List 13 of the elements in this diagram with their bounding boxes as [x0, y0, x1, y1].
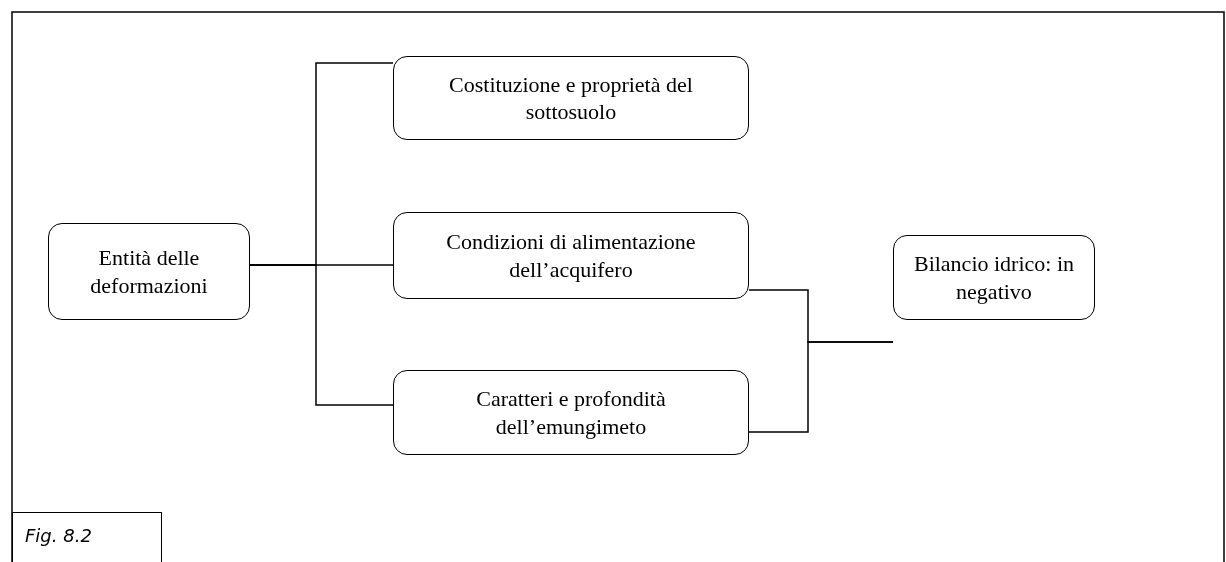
box-label: Bilancio idrico: in negativo [912, 250, 1076, 305]
connector-line [249, 264, 394, 406]
rounded-box [393, 212, 749, 299]
rounded-box [893, 235, 1095, 320]
box-label: Caratteri e profondità dell’emungimeto [475, 385, 667, 440]
box-label: Entità delle deformazioni [89, 244, 209, 299]
connector-line [748, 341, 894, 433]
rounded-box [48, 223, 250, 320]
box-label: Costituzione e proprietà del sottosuolo [448, 70, 694, 126]
rounded-box [393, 56, 749, 140]
rounded-box [393, 370, 749, 455]
figure-caption: Fig. 8.2 [12, 512, 162, 562]
box-label: Condizioni di alimentazione dell’acquifero [445, 228, 697, 283]
